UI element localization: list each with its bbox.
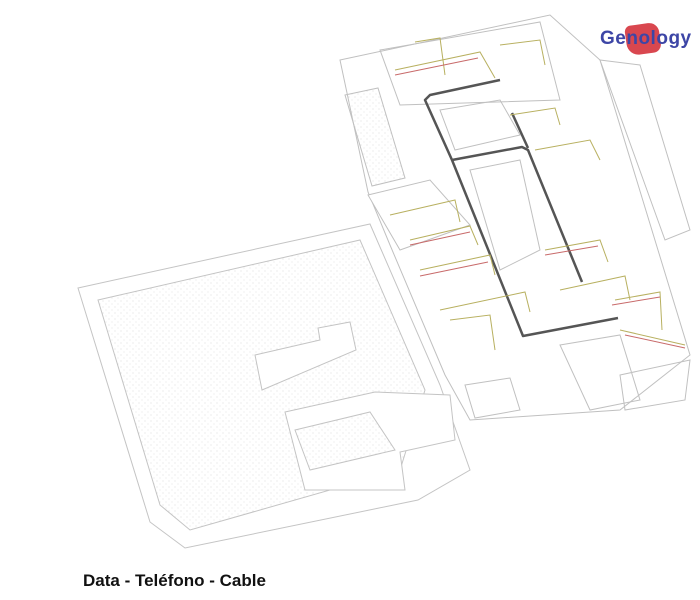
terrace (77, 223, 471, 549)
building (339, 14, 691, 421)
logo-text: Genology (600, 28, 692, 49)
data-cables (389, 37, 686, 351)
corridor-conduit (423, 78, 619, 338)
diagram-caption: Data - Teléfono - Cable (83, 571, 266, 590)
genology-logo: Genology (598, 21, 691, 58)
phone-cables (394, 57, 686, 349)
